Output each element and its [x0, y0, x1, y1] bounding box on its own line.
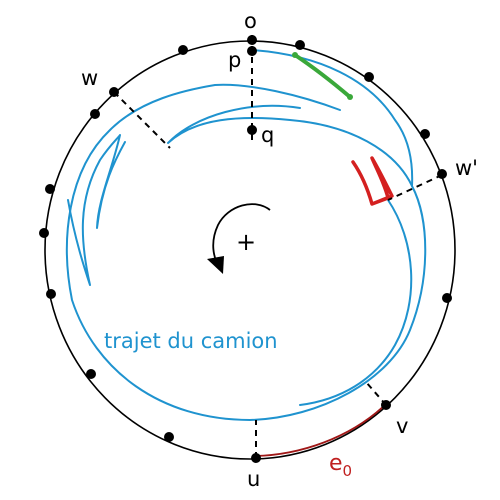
boundary-dot — [46, 289, 56, 299]
label-q: q — [261, 123, 274, 147]
label-p: p — [228, 48, 241, 72]
label-o: o — [244, 9, 257, 33]
dashed-line-v — [365, 381, 387, 406]
label-w-prime: w' — [455, 156, 478, 180]
label-e0: e0 — [329, 451, 352, 480]
boundary-dot — [178, 45, 188, 55]
truck-route — [65, 49, 427, 421]
green-endpoint — [292, 52, 298, 58]
label-v: v — [396, 414, 408, 438]
label-e0-base: e — [329, 451, 343, 476]
named-points — [109, 35, 447, 463]
label-rotation-sign: + — [236, 228, 256, 256]
boundary-dot — [295, 40, 305, 50]
route-inner-loop — [299, 199, 413, 406]
highlight-red-segment — [351, 156, 394, 206]
boundary-dot — [442, 293, 452, 303]
boundary-dot — [90, 109, 100, 119]
boundary-dot — [164, 432, 174, 442]
rotation-arrow-icon — [207, 203, 271, 274]
dashed-line-w-prime — [387, 174, 443, 201]
boundary-dot — [364, 72, 374, 82]
label-e0-subscript: 0 — [343, 462, 353, 480]
highlight-green-segment — [293, 53, 352, 99]
point-w — [109, 87, 119, 97]
label-route: trajet du camion — [104, 329, 278, 353]
point-u — [251, 453, 261, 463]
label-u: u — [247, 467, 260, 491]
green-endpoint — [347, 94, 353, 100]
route-left-zigzag — [67, 134, 126, 286]
point-w-prime — [437, 169, 447, 179]
boundary-dot — [420, 129, 430, 139]
route-outer-spiral — [65, 49, 427, 421]
route-inner-hook — [167, 104, 413, 187]
point-o — [247, 35, 257, 45]
boundary-dots — [39, 40, 452, 442]
point-p — [247, 46, 257, 56]
boundary-dot — [45, 184, 55, 194]
boundary-dot — [86, 369, 96, 379]
dashed-line-w — [113, 91, 171, 149]
point-v — [381, 400, 391, 410]
point-q — [247, 125, 257, 135]
label-w: w — [81, 66, 98, 90]
e0-arc — [254, 404, 386, 457]
boundary-dot — [39, 228, 49, 238]
